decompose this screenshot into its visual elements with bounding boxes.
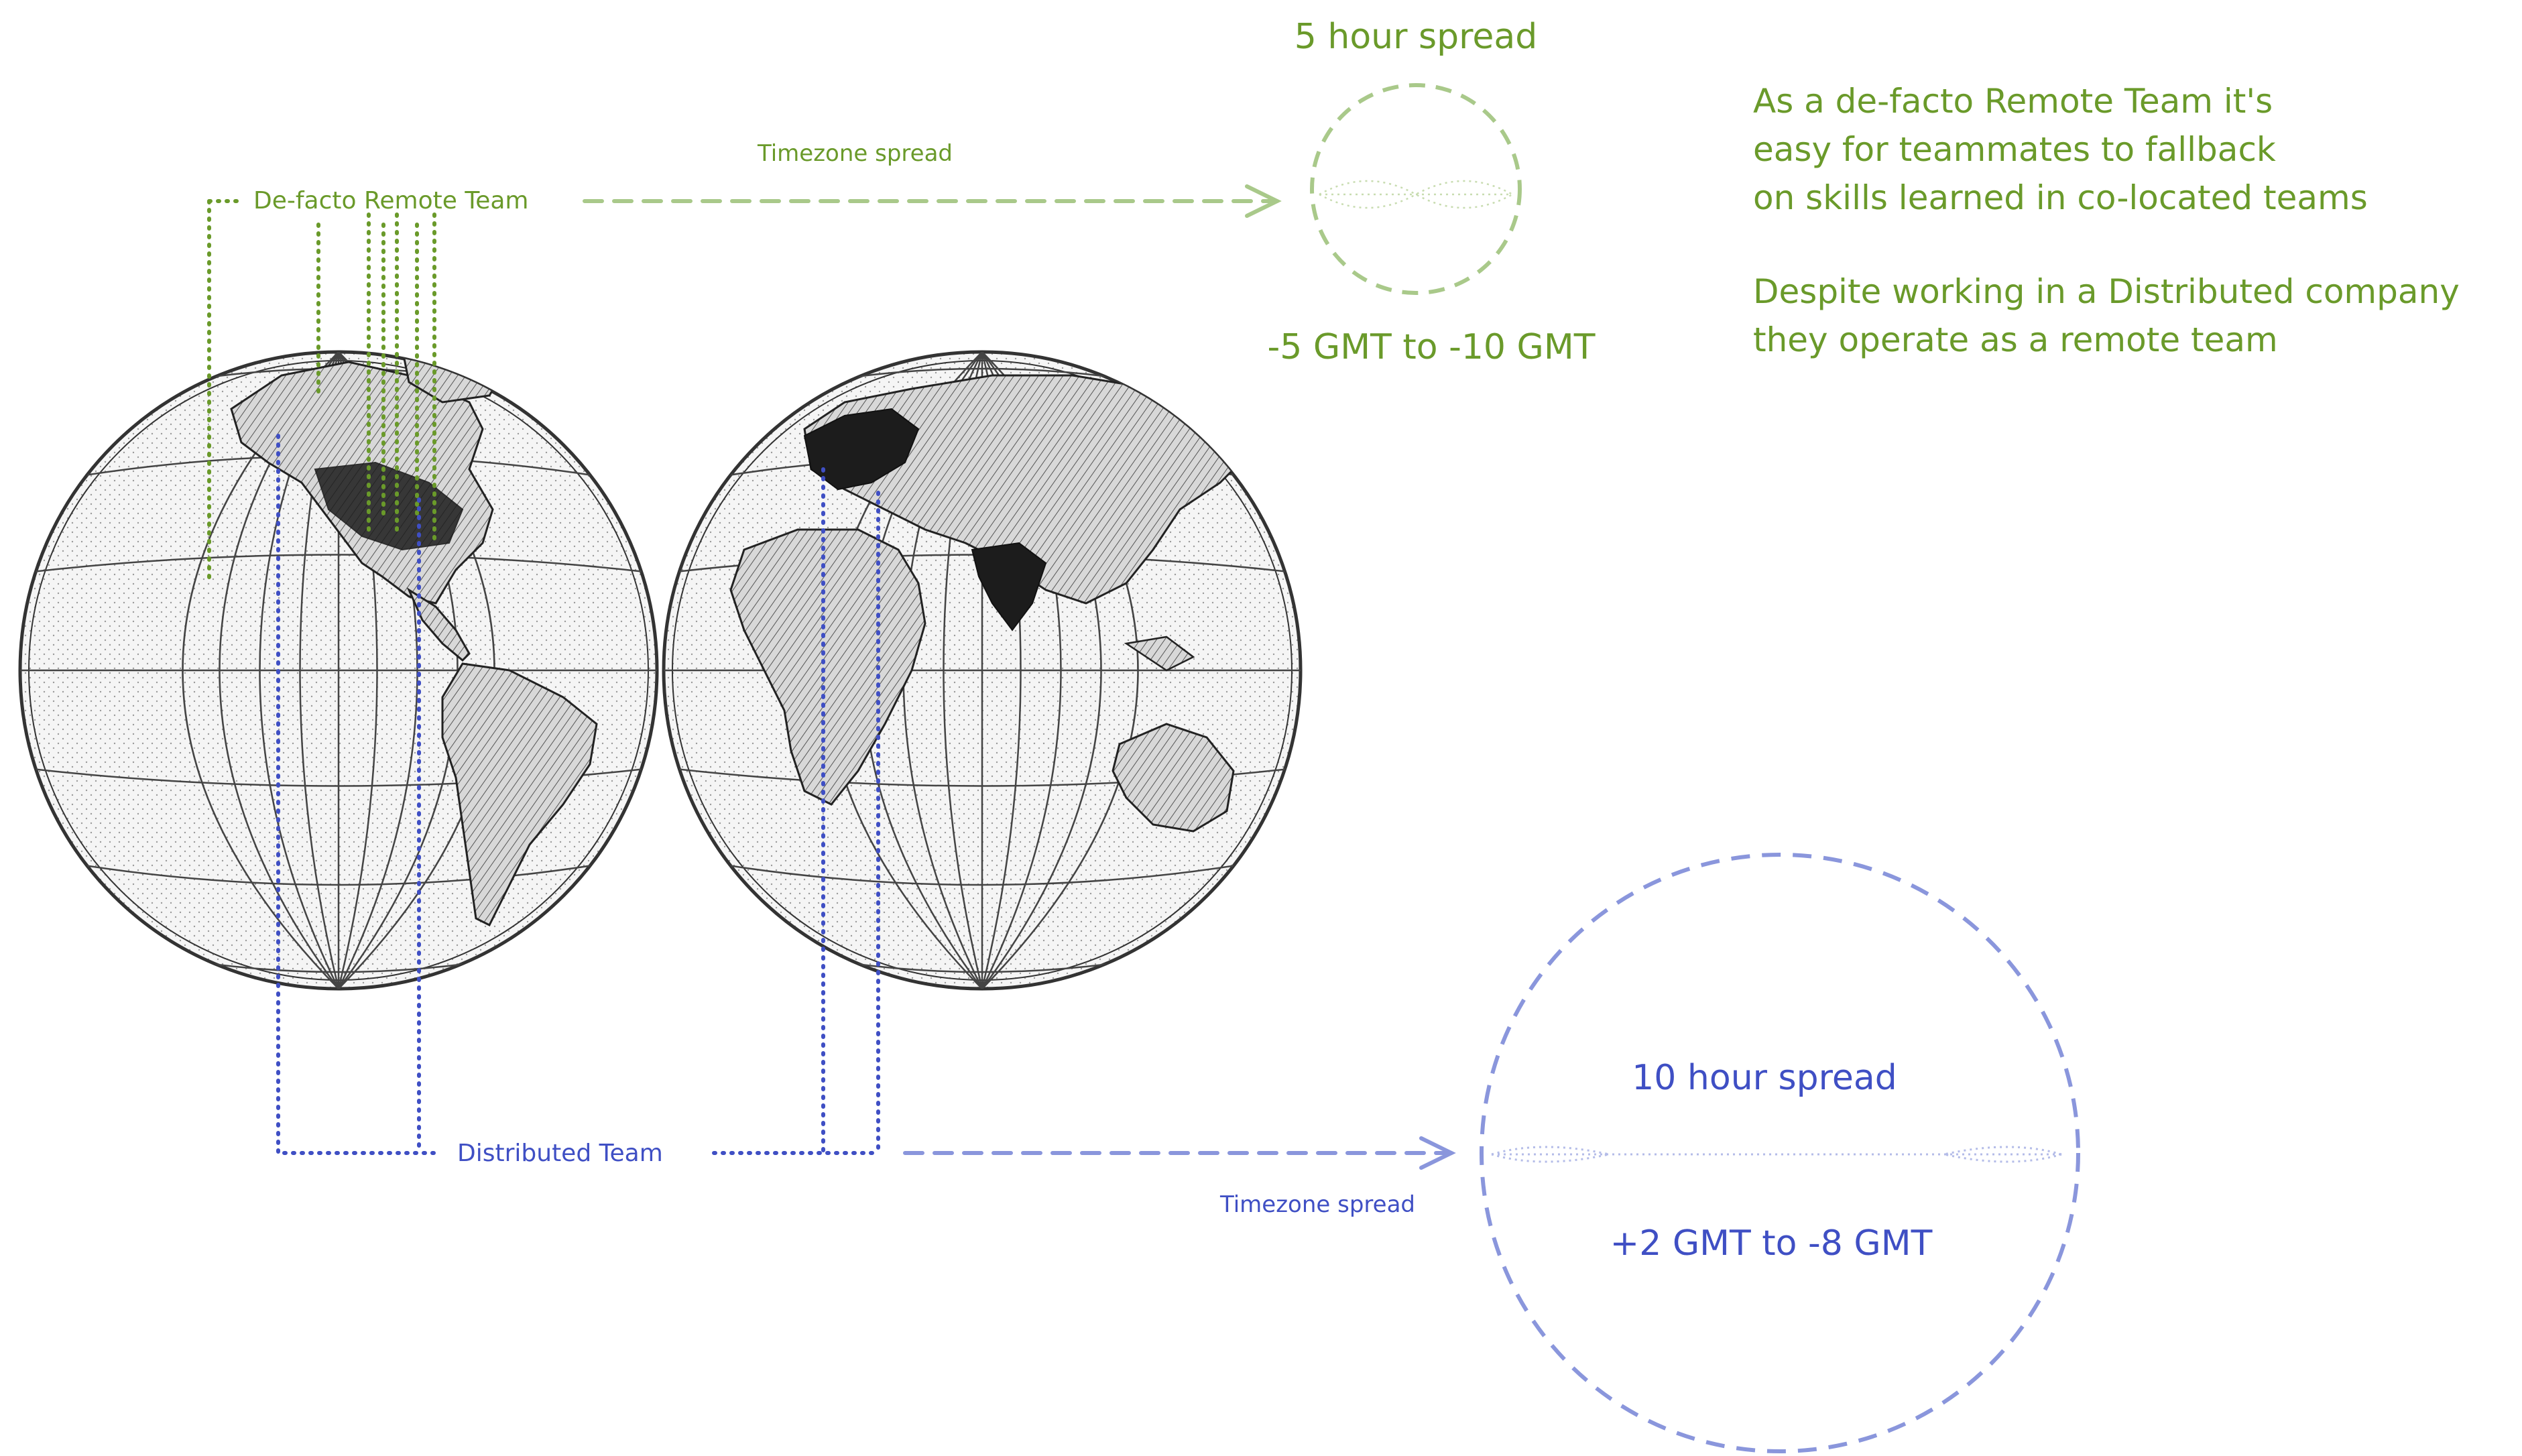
world-map-icon	[18, 350, 1303, 991]
remote-team-group: De-facto Remote Team Timezone spread 5 h…	[207, 17, 1596, 585]
note-text: As a de-facto Remote Team it's easy for …	[1753, 82, 2460, 359]
remote-spread-circle	[1310, 83, 1522, 295]
remote-spread-title: 5 hour spread	[1295, 17, 1537, 57]
distributed-spread-arrow	[903, 1136, 1456, 1170]
note-line: easy for teammates to fallback	[1753, 130, 2276, 169]
note-line: they operate as a remote team	[1753, 320, 2278, 359]
distributed-team-pins	[276, 434, 880, 1155]
distributed-arrow-label: Timezone spread	[1219, 1191, 1415, 1218]
remote-team-pins	[207, 199, 436, 585]
remote-arrow-label: Timezone spread	[757, 140, 953, 167]
note-line: Despite working in a Distributed company	[1753, 272, 2460, 311]
remote-spread-arrow	[583, 184, 1282, 218]
distributed-team-label: Distributed Team	[457, 1140, 663, 1167]
note-line: on skills learned in co-located teams	[1753, 178, 2368, 217]
remote-spread-range: -5 GMT to -10 GMT	[1268, 327, 1596, 367]
remote-spread-marker	[1319, 180, 1513, 209]
distributed-spread-range: +2 GMT to -8 GMT	[1610, 1223, 1933, 1264]
note-line: As a de-facto Remote Team it's	[1753, 82, 2273, 121]
distributed-spread-circle	[1480, 853, 2080, 1453]
distributed-spread-title: 10 hour spread	[1632, 1058, 1897, 1098]
eastern-hemisphere	[662, 350, 1303, 991]
distributed-spread-marker	[1491, 1146, 2062, 1163]
western-hemisphere	[18, 350, 659, 991]
remote-team-label: De-facto Remote Team	[253, 187, 528, 215]
distributed-team-group: Distributed Team Timezone spread 10 hour…	[276, 434, 2080, 1453]
